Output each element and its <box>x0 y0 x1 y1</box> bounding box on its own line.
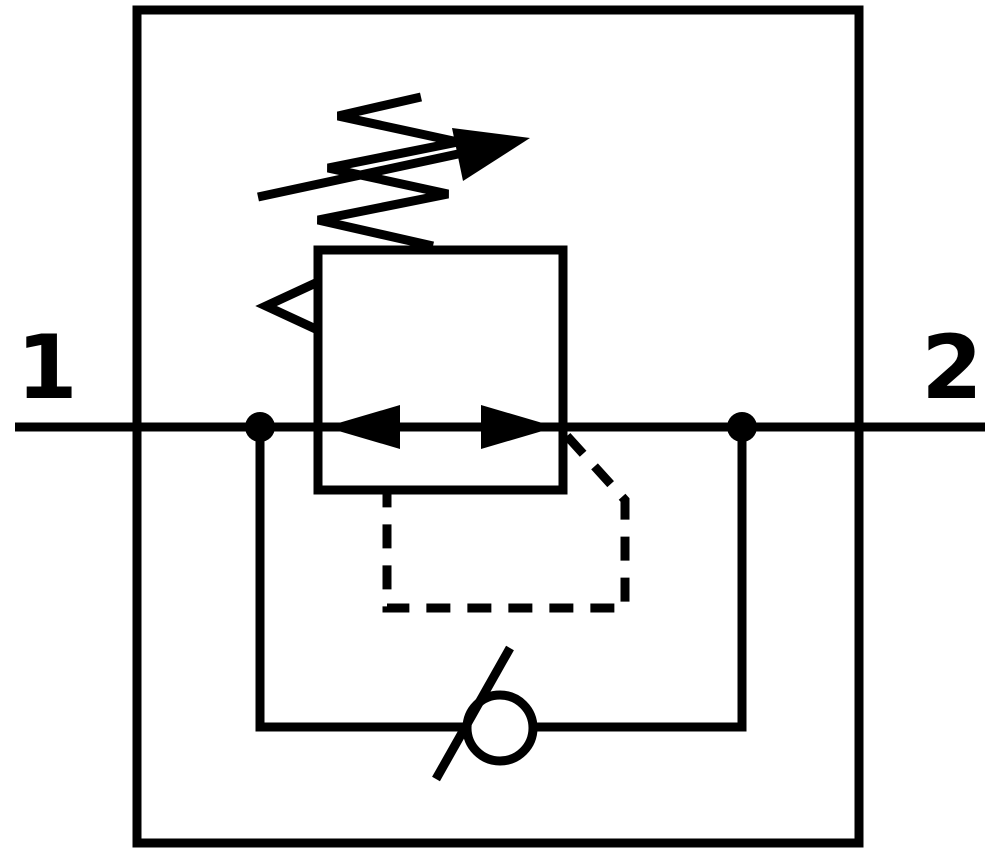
junction-dot-left <box>245 412 275 442</box>
port-2-label: 2 <box>921 316 982 419</box>
junction-dot-right <box>727 412 757 442</box>
relief-arrowhead-icon <box>255 276 322 336</box>
spring-adjustment-arrowhead-icon <box>452 128 530 181</box>
adjustable-spring-icon <box>317 92 459 251</box>
regulator-valve-body-icon <box>313 245 568 495</box>
schematic-linework <box>15 5 985 848</box>
spring-adjustment-arrow-shaft <box>257 146 473 202</box>
flow-arrow-right-icon <box>481 405 556 449</box>
flow-arrow-left-icon <box>325 405 400 449</box>
pilot-line-dashed-icon <box>382 432 630 613</box>
schematic-solids: 1 2 <box>16 128 983 449</box>
port-1-label: 1 <box>16 316 77 419</box>
check-valve-seat-icon <box>432 645 514 782</box>
bypass-line-icon <box>255 427 747 732</box>
